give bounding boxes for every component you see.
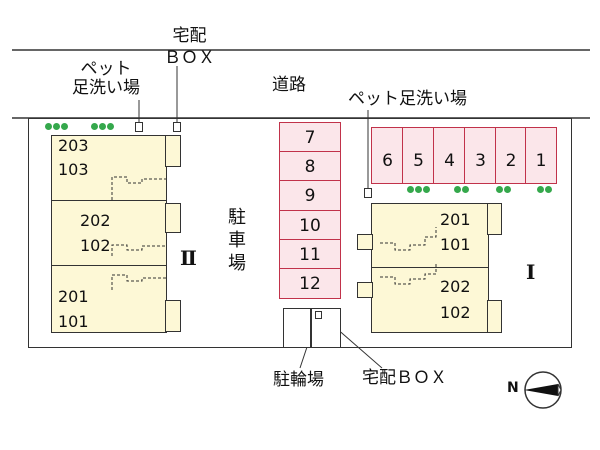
- bicycle-parking-label: 駐輪場: [273, 370, 324, 390]
- building-II-name: Ⅱ: [180, 246, 197, 270]
- unit-label: 201: [58, 287, 89, 306]
- hedge-icon: [53, 123, 60, 130]
- building-II-balcony: [165, 300, 181, 332]
- parking-lot-label: 駐 車 場: [228, 207, 246, 274]
- hedge-icon: [99, 123, 106, 130]
- parking-space: 12: [279, 268, 341, 299]
- compass-north-label: N: [507, 380, 519, 396]
- unit-label: 103: [58, 160, 89, 179]
- hedge-icon: [423, 186, 430, 193]
- unit-label: 203: [58, 136, 89, 155]
- building-II-block-bottom: [51, 265, 167, 333]
- unit-label: 101: [440, 235, 471, 254]
- hedge-icon: [415, 186, 422, 193]
- hedge-icon: [107, 123, 114, 130]
- unit-label: 202: [440, 277, 471, 296]
- unit-label: 102: [440, 303, 471, 322]
- parking-space: 11: [279, 239, 341, 270]
- parking-space: 2: [495, 127, 527, 184]
- building-I-entrance: [357, 282, 373, 298]
- parking-space: 8: [279, 151, 341, 182]
- building-I-balcony: [487, 300, 502, 333]
- bicycle-parking-divider: [310, 308, 312, 348]
- bicycle-parking-area: [283, 308, 341, 348]
- hedge-icon: [496, 186, 503, 193]
- parking-space: 4: [433, 127, 466, 184]
- unit-label: 202: [80, 211, 111, 230]
- unit-label: 101: [58, 312, 89, 331]
- parking-space: 1: [525, 127, 557, 184]
- parking-space: 10: [279, 210, 341, 241]
- hedge-icon: [61, 123, 68, 130]
- building-I-entrance: [357, 234, 373, 250]
- building-II-balcony: [165, 135, 181, 167]
- unit-label: 201: [440, 210, 471, 229]
- hedge-icon: [537, 186, 544, 193]
- building-I-balcony: [487, 203, 502, 235]
- hedge-icon: [504, 186, 511, 193]
- hedge-icon: [454, 186, 461, 193]
- pet-wash-right-icon: [364, 188, 372, 198]
- delivery-box-top-icon: [173, 122, 181, 132]
- building-I-name: Ⅰ: [526, 260, 536, 284]
- hedge-icon: [45, 123, 52, 130]
- pet-wash-label-right: ペット足洗い場: [348, 89, 467, 109]
- parking-space: 5: [402, 127, 435, 184]
- pet-wash-left-icon: [135, 122, 143, 132]
- parking-space: 6: [371, 127, 404, 184]
- delivery-box-label-top: 宅配 ＢＯＸ: [164, 26, 215, 68]
- building-II-block-top: [51, 135, 167, 203]
- delivery-box-bottom-icon: [315, 311, 322, 319]
- road-label: 道路: [272, 75, 306, 95]
- building-I-block-bottom: [371, 267, 489, 333]
- hedge-icon: [407, 186, 414, 193]
- delivery-box-label-bottom: 宅配ＢＯＸ: [362, 368, 447, 388]
- hedge-icon: [91, 123, 98, 130]
- building-II-balcony: [165, 203, 181, 233]
- unit-label: 102: [80, 236, 111, 255]
- hedge-icon: [545, 186, 552, 193]
- parking-space: 7: [279, 122, 341, 153]
- pet-wash-label-left: ペット 足洗い場: [72, 59, 140, 98]
- compass-icon: [524, 371, 562, 409]
- hedge-icon: [462, 186, 469, 193]
